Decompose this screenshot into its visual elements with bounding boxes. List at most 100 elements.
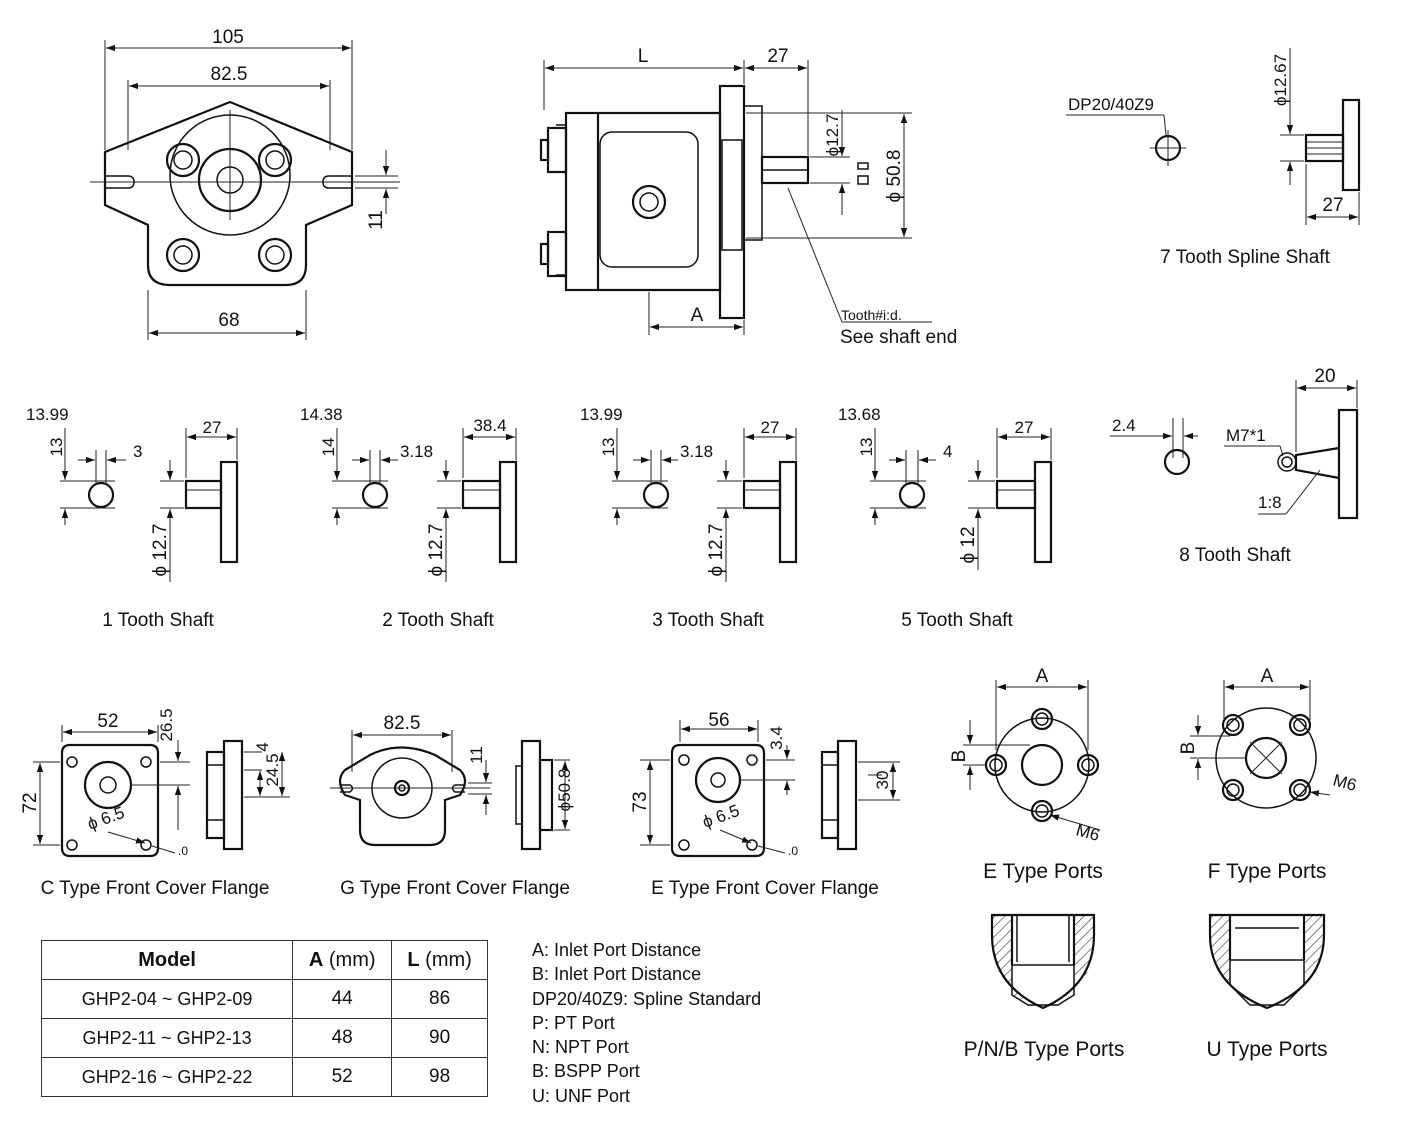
- key-height-label: 14.38: [300, 405, 343, 424]
- shaft-caption: 1 Tooth Shaft: [102, 610, 214, 631]
- dim-shaft-dia: ϕ12.7: [823, 114, 842, 157]
- legend-item: DP20/40Z9: Spline Standard: [532, 988, 762, 1009]
- e-flange-height: 73: [630, 791, 651, 812]
- table-cell-model: GHP2-04 ~ GHP2-09: [40, 979, 294, 1019]
- e-port-thread-label: M6: [1074, 821, 1102, 845]
- u-ports-caption: U Type Ports: [1207, 1038, 1328, 1061]
- length-label: 38.4: [473, 416, 506, 435]
- f-ports-caption: F Type Ports: [1208, 860, 1327, 883]
- e-flange-width: 56: [708, 710, 729, 731]
- table-header-row: Model A (mm) L (mm): [40, 940, 488, 980]
- table-cell-a: 52: [292, 1057, 393, 1097]
- table-header-l: L (mm): [391, 940, 488, 980]
- f-port-thread-label: M6: [1331, 771, 1359, 795]
- length-label: 27: [761, 418, 780, 437]
- c-flange-caption: C Type Front Cover Flange: [41, 878, 270, 899]
- dim-bolt-spacing-bottom: 68: [218, 310, 239, 331]
- table-cell-model: GHP2-16 ~ GHP2-22: [40, 1057, 294, 1097]
- length-label: 27: [1015, 418, 1034, 437]
- taper-shaft-caption: 8 Tooth Shaft: [1179, 545, 1291, 566]
- key-width-label: 3.18: [680, 442, 713, 461]
- dia-label: ϕ 12.7: [150, 524, 171, 577]
- key-height-label: 13.68: [838, 405, 881, 424]
- table-cell-l: 90: [391, 1018, 488, 1058]
- c-type-flange: 52 72 26.5 ϕ 6.5 .0 24.5 4 C Type Front …: [20, 708, 290, 899]
- e-port-a-label: A: [1036, 666, 1049, 687]
- u-type-ports: U Type Ports: [1207, 913, 1328, 1061]
- thread-label: M7*1: [1226, 426, 1266, 445]
- legend-item: U: UNF Port: [532, 1085, 631, 1106]
- g-flange-width: 82.5: [384, 713, 421, 734]
- svg-text:.0: .0: [178, 844, 188, 858]
- legend-item: N: NPT Port: [532, 1037, 629, 1058]
- spline-shaft-view: DP20/40Z9 ϕ12.67 27 7 Tooth Spline Shaft: [1066, 48, 1361, 268]
- c-flange-height: 72: [20, 792, 41, 813]
- side-view: L 27 ϕ12.7 ϕ 50.8 A Tooth#i:d. See shaft…: [539, 46, 957, 348]
- dim-width-total: 105: [212, 27, 244, 48]
- dim-shaft-length: 27: [767, 46, 788, 67]
- dim-port-distance: A: [691, 305, 704, 326]
- e-flange-pilot: 30: [873, 771, 892, 790]
- see-shaft-end-note: See shaft end: [840, 327, 957, 348]
- c-flange-width: 52: [97, 711, 118, 732]
- e-ports-caption: E Type Ports: [983, 860, 1103, 883]
- table-cell-a: 48: [292, 1018, 393, 1058]
- key-height-label: 13.99: [580, 405, 623, 424]
- legend-item: A: Inlet Port Distance: [532, 940, 702, 960]
- f-type-ports: A B M6 F Type Ports: [1178, 666, 1359, 883]
- key-width-label: 3: [133, 442, 142, 461]
- key-width-label: 4: [943, 442, 952, 461]
- table-cell-l: 86: [391, 979, 488, 1019]
- g-flange-caption: G Type Front Cover Flange: [340, 878, 570, 899]
- taper-length-label: 20: [1314, 366, 1335, 387]
- f-port-a-label: A: [1261, 666, 1274, 687]
- tooth-shaft-5: 13.68 13 4 27 ϕ 12 5 Tooth Shaft: [838, 405, 1053, 631]
- legend-item: B: Inlet Port Distance: [532, 964, 702, 985]
- f-port-b-label: B: [1178, 742, 1199, 755]
- dim-slot-width: 11: [366, 210, 387, 230]
- spline-standard-label: DP20/40Z9: [1068, 95, 1154, 114]
- spline-shaft-caption: 7 Tooth Spline Shaft: [1160, 247, 1330, 268]
- table-cell-a: 44: [292, 979, 393, 1019]
- dim-pilot-dia: ϕ 50.8: [884, 150, 905, 203]
- dim-length-l: L: [638, 46, 649, 67]
- taper-key-width-label: 2.4: [1112, 416, 1136, 435]
- front-view: 105 82.5 68 11: [90, 27, 400, 340]
- height-label: 14: [319, 438, 338, 457]
- length-label: 27: [203, 418, 222, 437]
- table-row: GHP2-11 ~ GHP2-13 48 90: [40, 1018, 488, 1058]
- tooth-shaft-3: 13.99 13 3.18 27 ϕ 12.7 3 Tooth Shaft: [580, 405, 798, 631]
- pnb-type-ports: P/N/B Type Ports: [964, 913, 1125, 1061]
- e-type-flange: 56 73 3.4 ϕ 6.5 .0 30 E Type Front Cover…: [630, 710, 900, 899]
- height-label: 13: [47, 438, 66, 457]
- key-height-label: 13.99: [26, 405, 69, 424]
- e-flange-hole: ϕ 6.5: [700, 801, 742, 832]
- height-label: 13: [599, 438, 618, 457]
- shaft-caption: 3 Tooth Shaft: [652, 610, 764, 631]
- legend-item: P: PT Port: [532, 1012, 615, 1033]
- dia-label: ϕ 12.7: [426, 524, 447, 577]
- model-dimension-table: Model A (mm) L (mm) GHP2-04 ~ GHP2-09 44…: [40, 940, 488, 1097]
- e-flange-offset: 3.4: [767, 726, 786, 750]
- height-label: 13: [857, 438, 876, 457]
- table-row: GHP2-04 ~ GHP2-09 44 86: [40, 979, 488, 1019]
- table-row: GHP2-16 ~ GHP2-22 52 98: [40, 1057, 488, 1097]
- dia-label: ϕ 12.7: [706, 524, 727, 577]
- table-header-model: Model: [40, 940, 294, 980]
- g-flange-pilot: ϕ50.8: [555, 769, 574, 812]
- dim-spline-length: 27: [1322, 195, 1343, 216]
- e-port-b-label: B: [949, 750, 970, 763]
- pnb-ports-caption: P/N/B Type Ports: [964, 1038, 1125, 1061]
- shaft-caption: 5 Tooth Shaft: [901, 610, 1013, 631]
- tooth-note: Tooth#i:d.: [841, 307, 902, 323]
- tooth-shaft-1: 13.99 13 3 27 ϕ 12.7 1 Tooth Shaft: [26, 405, 239, 631]
- tooth-shaft-2: 14.38 14 3.18 38.4 ϕ 12.7 2 Tooth Shaft: [300, 405, 518, 631]
- taper-shaft-view: 2.4 M7*1 20 1:8 8 Tooth Shaft: [1110, 366, 1359, 566]
- legend-item: B: BSPP Port: [532, 1061, 640, 1082]
- c-flange-hole: ϕ 6.5: [85, 803, 127, 834]
- shaft-caption: 2 Tooth Shaft: [382, 610, 494, 631]
- taper-ratio-label: 1:8: [1258, 493, 1282, 512]
- table-header-a: A (mm): [292, 940, 393, 980]
- dim-bolt-spacing-top: 82.5: [211, 64, 248, 85]
